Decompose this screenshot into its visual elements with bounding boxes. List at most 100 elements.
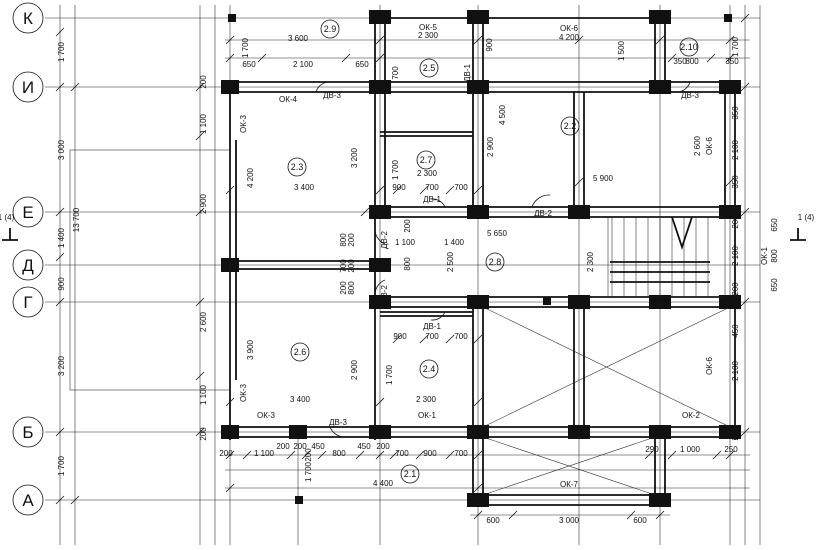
dimension-label: 3 000 (559, 516, 580, 525)
vertical-dimension-label: 200 (731, 282, 740, 296)
room-number: 2.10 (680, 42, 698, 52)
dimension-label: 450 (311, 442, 325, 451)
room-marker: 2.8 (485, 252, 505, 272)
dimension-label: ОК-6 (560, 24, 579, 33)
dimension-label: 700 (454, 449, 468, 458)
room-circle (560, 116, 580, 136)
dimension-label: 2 300 (418, 31, 439, 40)
vertical-dimension-label: ОК-6 (705, 356, 714, 375)
vertical-dimension-label: 200 (304, 448, 313, 462)
room-circle (419, 58, 439, 78)
room-circle (290, 342, 310, 362)
dimension-label: 600 (486, 516, 500, 525)
vertical-dimension-label: 1 700 (731, 36, 740, 57)
dimension-label: 700 (425, 183, 439, 192)
dimension-label: 5 650 (487, 229, 508, 238)
left-dim-4: 1 400 (57, 227, 66, 248)
dimension-label: 2 100 (293, 60, 314, 69)
vertical-dimension-label: 800 (347, 281, 356, 295)
axis-label-g: Г (23, 293, 32, 312)
dimension-label: 900 (393, 332, 407, 341)
vertical-dimension-label: 3 200 (350, 147, 359, 168)
dimension-label: 900 (392, 183, 406, 192)
vertical-dimension-label: 2 900 (486, 136, 495, 157)
room-number: 2.4 (423, 364, 436, 374)
axis-label-i: И (22, 78, 34, 97)
vertical-dimension-label: 4 500 (498, 104, 507, 125)
vertical-dimension-label: ОК-6 (705, 136, 714, 155)
left-dim-3: 13 700 (72, 207, 81, 232)
room-marker: 2.3 (287, 157, 307, 177)
vertical-dimension-label: 200 (731, 427, 740, 441)
axis-bubble-a: А (12, 484, 44, 516)
vertical-dimension-label: 800 (403, 257, 412, 271)
vertical-dimension-label: ОК-3 (239, 383, 248, 402)
vertical-dimension-label: 1 100 (199, 384, 208, 405)
vertical-dimension-label: ДВ-2 (380, 285, 389, 303)
room-marker: 2.5 (419, 58, 439, 78)
vertical-dimension-label: 200 (403, 219, 412, 233)
dimension-label: 800 (332, 449, 346, 458)
dimension-label: 450 (357, 442, 371, 451)
vertical-dimension-label: 200 (347, 259, 356, 273)
vertical-dimension-label: 700 (391, 66, 400, 80)
room-markers: 2.92.102.52.22.32.72.82.62.42.1 (287, 19, 699, 484)
vertical-dimension-label: 200 (199, 427, 208, 441)
dimension-label: ДВ-1 (423, 195, 441, 204)
left-dim-7: 1 700 (57, 455, 66, 476)
dimension-label: 700 (454, 332, 468, 341)
dimension-label: 200 (219, 449, 233, 458)
room-marker: 2.10 (679, 37, 699, 57)
left-dimension-labels: 1 700 3 000 13 700 1 400 900 3 200 1 700 (57, 41, 81, 476)
dimension-label: 700 (395, 449, 409, 458)
vertical-dimension-label: 4 200 (246, 167, 255, 188)
vertical-dimension-label: 2 600 (693, 135, 702, 156)
vertical-dimension-label: 2 900 (199, 193, 208, 214)
staircase (607, 216, 726, 298)
door-swings (315, 81, 691, 438)
dimension-label: 800 (685, 57, 699, 66)
room-circle (400, 464, 420, 484)
dimension-label: 650 (355, 60, 369, 69)
room-marker: 2.7 (416, 150, 436, 170)
dimension-label: 2 300 (417, 169, 438, 178)
dimension-label: ДВ-3 (323, 91, 341, 100)
dimension-label: ОК-7 (560, 480, 579, 489)
vertical-dimension-label: 800 (770, 249, 779, 263)
axis-bubbles: К И Е Д Г Б А (12, 2, 44, 516)
axis-bubble-k: К (12, 2, 44, 34)
vertical-dimension-label: 1 700 (385, 364, 394, 385)
dimension-label: 1 400 (444, 238, 465, 247)
dimension-label: 1 (4) (798, 213, 815, 222)
dimension-label: ОК-3 (257, 411, 276, 420)
axis-label-d: Д (22, 256, 34, 275)
axis-label-e: Е (22, 203, 33, 222)
dimension-label: ДВ-1 (423, 322, 441, 331)
dimension-label: 1 (4) (0, 213, 15, 222)
dimension-label: 1 100 (254, 449, 275, 458)
dimension-label: 290 (645, 445, 659, 454)
dimension-label: ОК-2 (682, 411, 701, 420)
vertical-dimension-label: 1 500 (617, 40, 626, 61)
vertical-dimension-label: 200 (731, 215, 740, 229)
vertical-dimension-label: ОК-3 (239, 114, 248, 133)
void-cross-lines (482, 306, 731, 496)
dimension-label: 4 400 (373, 479, 394, 488)
dimension-label: 200 (376, 442, 390, 451)
vertical-dimension-label: 2 600 (199, 311, 208, 332)
vertical-dimension-label: 200 (199, 75, 208, 89)
section-marks (2, 228, 806, 241)
vertical-dimension-label: ДВ-1 (463, 64, 472, 82)
room-circle (416, 150, 436, 170)
dimension-label: ДВ-3 (681, 91, 699, 100)
vertical-dimension-label: 350 (731, 106, 740, 120)
vertical-dimension-label: 200 (339, 281, 348, 295)
vertical-dimension-label: 2 100 (731, 360, 740, 381)
vertical-dimension-label: 1 700 (241, 37, 250, 58)
left-dim-1: 1 700 (57, 41, 66, 62)
room-marker: 2.6 (290, 342, 310, 362)
axis-bubble-g: Г (12, 286, 44, 318)
vertical-dimension-label: 700 (339, 259, 348, 273)
room-number: 2.6 (294, 347, 307, 357)
